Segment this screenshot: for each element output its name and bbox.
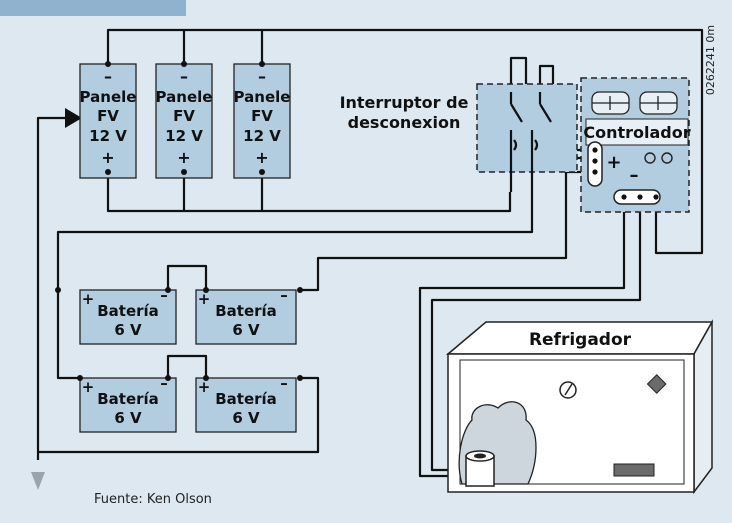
panel-type: FV [97, 107, 119, 125]
arrow-down-icon [31, 472, 45, 490]
controller-output-terminal [613, 189, 661, 205]
panel-label: Panele [234, 88, 291, 106]
controller-input-terminal [587, 141, 603, 187]
panel-minus-label: – [104, 67, 112, 86]
battery-3: + – Batería 6 V [77, 374, 177, 433]
battery-4: + – Batería 6 V [195, 374, 303, 433]
wire-left-return [36, 116, 70, 460]
battery-2: + – Batería 6 V [195, 286, 303, 345]
pv-panel-2: – Panele FV 12 V + [155, 61, 213, 179]
controller-minus-label: – [630, 165, 639, 186]
panel-plus-label: + [177, 148, 190, 167]
controller-led-icon [661, 152, 673, 164]
battery-minus-label: – [280, 374, 288, 392]
panel-label: Panele [156, 88, 213, 106]
battery-label: Batería [215, 302, 277, 320]
battery-label: Batería [97, 390, 159, 408]
controller-label-plate [585, 118, 689, 146]
controller-led-icon [644, 152, 656, 164]
battery-minus-label: – [160, 374, 168, 392]
battery-label: Batería [215, 390, 277, 408]
battery-plus-label: + [82, 290, 95, 308]
refrigerator-label: Refrigador [529, 330, 632, 350]
indicator-diamond-icon [646, 374, 667, 394]
panel-voltage: 12 V [243, 127, 281, 145]
wire-panels-positive-bus [106, 172, 512, 213]
panel-plus-label: + [101, 148, 114, 167]
battery-voltage: 6 V [232, 321, 260, 339]
panel-plus-label: + [255, 148, 268, 167]
panel-type: FV [173, 107, 195, 125]
controller-label: Controlador [583, 123, 690, 142]
wire-battery-bus [56, 192, 534, 290]
battery-voltage: 6 V [114, 409, 142, 427]
controller-plus-label: + [606, 152, 621, 173]
panel-label: Panele [80, 88, 137, 106]
panel-minus-label: – [258, 67, 266, 86]
switch-label-line2: desconexion [348, 113, 461, 132]
battery-1: + – Batería 6 V [55, 286, 177, 345]
compressor-icon [465, 450, 495, 487]
refrigerator-vent [613, 463, 655, 477]
battery-plus-label: + [198, 290, 211, 308]
source-credit: Fuente: Ken Olson [94, 492, 212, 507]
pv-panel-3: – Panele FV 12 V + [233, 61, 291, 179]
thermostat-dial-icon [559, 381, 577, 399]
battery-voltage: 6 V [232, 409, 260, 427]
wire-panels-negative-bus [106, 28, 704, 255]
panel-voltage: 12 V [165, 127, 203, 145]
battery-minus-label: – [280, 286, 288, 304]
battery-voltage: 6 V [114, 321, 142, 339]
battery-label: Batería [97, 302, 159, 320]
pv-panel-1: – Panele FV 12 V + [79, 61, 137, 179]
battery-plus-label: + [82, 378, 95, 396]
battery-minus-label: – [160, 286, 168, 304]
refrigerator: Refrigador [445, 319, 714, 495]
figure-code: 0262241 0m [704, 25, 717, 95]
panel-voltage: 12 V [89, 127, 127, 145]
arrow-to-panel-icon [65, 108, 82, 128]
disconnect-switch [476, 83, 578, 192]
panel-minus-label: – [180, 67, 188, 86]
battery-plus-label: + [198, 378, 211, 396]
panel-type: FV [251, 107, 273, 125]
switch-contacts-icon [509, 92, 552, 192]
switch-label-line1: Interruptor de [340, 93, 469, 112]
charge-controller: Controlador + – [580, 77, 691, 213]
header-tab [0, 0, 186, 16]
